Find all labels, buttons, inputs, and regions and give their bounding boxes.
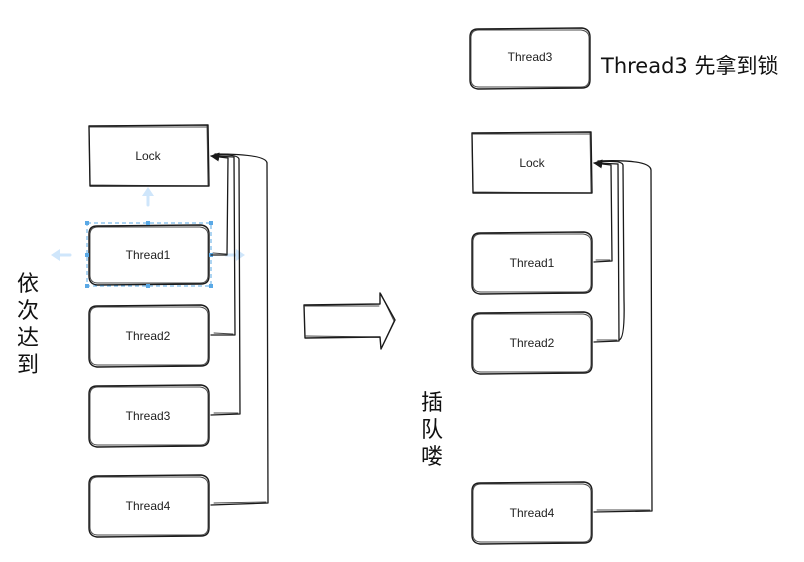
left-thread2-box[interactable]: Thread2 xyxy=(88,304,210,368)
left-lock-box[interactable]: Lock xyxy=(88,124,210,187)
right-side-char-1: 插 xyxy=(421,391,443,416)
left-thread1-label: Thread1 xyxy=(126,248,171,262)
left-side-char-2: 次 xyxy=(17,299,39,324)
right-connectors xyxy=(593,159,653,513)
left-thread2-label: Thread2 xyxy=(126,329,171,343)
left-thread1-box[interactable]: Thread1 xyxy=(88,224,210,286)
right-first-thread-box[interactable]: Thread3 xyxy=(469,27,591,90)
left-side-char-1: 依 xyxy=(17,272,39,297)
left-side-char-4: 到 xyxy=(17,353,39,378)
left-lock-label: Lock xyxy=(135,149,161,163)
right-thread4-label: Thread4 xyxy=(510,506,555,520)
right-first-thread-label: Thread3 xyxy=(508,50,553,64)
right-side-char-3: 喽 xyxy=(421,445,443,470)
selection-hint-arrows xyxy=(51,187,245,261)
right-first-caption: Thread3 先拿到锁 xyxy=(600,54,778,78)
left-thread3-box[interactable]: Thread3 xyxy=(88,384,210,448)
transition-arrow xyxy=(303,292,396,350)
left-thread4-box[interactable]: Thread4 xyxy=(88,474,210,538)
left-diagram: Lock Thread1 xyxy=(17,124,269,538)
right-thread1-box[interactable]: Thread1 xyxy=(471,231,593,295)
left-thread4-label: Thread4 xyxy=(126,499,171,513)
right-diagram: Thread3 Thread3 先拿到锁 Lock Thread1 Thread… xyxy=(421,27,778,545)
left-side-char-3: 达 xyxy=(17,326,39,351)
left-connectors xyxy=(210,152,269,506)
left-thread3-label: Thread3 xyxy=(126,409,171,423)
right-thread4-box[interactable]: Thread4 xyxy=(471,481,593,545)
right-thread1-label: Thread1 xyxy=(510,256,555,270)
right-lock-box[interactable]: Lock xyxy=(471,131,593,194)
right-lock-label: Lock xyxy=(519,156,545,170)
right-side-char-2: 队 xyxy=(421,418,443,443)
right-thread2-label: Thread2 xyxy=(510,336,555,350)
right-thread2-box[interactable]: Thread2 xyxy=(471,311,593,375)
